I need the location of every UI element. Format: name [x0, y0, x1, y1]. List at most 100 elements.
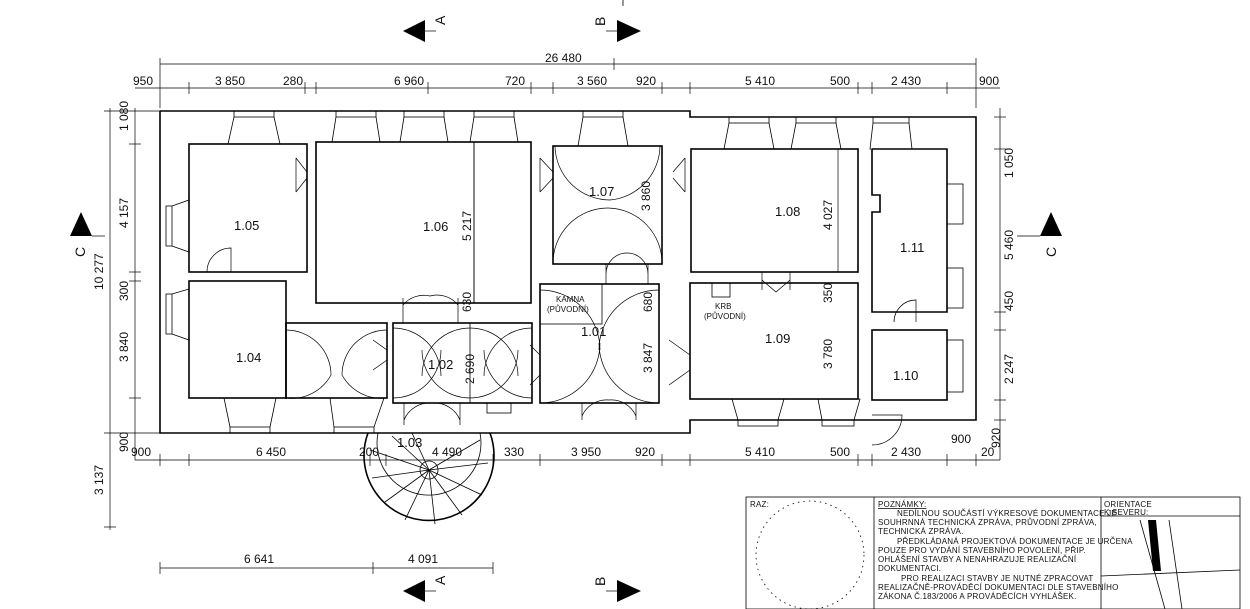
svg-text:6 450: 6 450 — [256, 445, 286, 459]
window-top-1 — [227, 110, 281, 145]
svg-text:330: 330 — [504, 445, 524, 459]
svg-text:5 410: 5 410 — [745, 445, 775, 459]
north-arrow-icon — [1100, 519, 1241, 609]
dimensions-bottom: 900 6 450 200 4 490 330 3 950 920 5 410 … — [131, 432, 1000, 466]
svg-text:280: 280 — [283, 74, 303, 88]
step — [486, 402, 512, 414]
notes-title: POZNÁMKY: — [878, 500, 926, 509]
svg-text:POUZE PRO VYDÁNÍ STAVEBNÍHO PO: POUZE PRO VYDÁNÍ STAVEBNÍHO POVOLENÍ, PŘ… — [878, 546, 1086, 555]
svg-text:4 490: 4 490 — [432, 445, 462, 459]
svg-text:920: 920 — [989, 428, 1003, 448]
window-bottom-3 — [731, 398, 785, 427]
svg-text:900: 900 — [117, 432, 131, 452]
section-c-left: C — [70, 212, 105, 257]
stove-sublabel: (PŮVODNÍ) — [547, 305, 589, 314]
window-top-3 — [399, 110, 449, 143]
svg-text:A: A — [432, 575, 448, 585]
svg-text:2 247: 2 247 — [1002, 354, 1016, 384]
stove-box — [539, 283, 603, 325]
svg-text:450: 450 — [1002, 291, 1016, 311]
svg-text:5 460: 5 460 — [1002, 230, 1016, 260]
stove-label: KAMNA — [556, 295, 585, 304]
window-top-4 — [469, 110, 519, 143]
svg-text:3 137: 3 137 — [92, 465, 106, 495]
svg-text:B: B — [592, 17, 608, 26]
svg-text:720: 720 — [505, 74, 525, 88]
svg-text:920: 920 — [636, 74, 656, 88]
svg-text:A: A — [432, 15, 448, 25]
window-bottom-2 — [329, 397, 385, 434]
svg-text:20: 20 — [981, 445, 995, 459]
svg-text:C: C — [72, 247, 88, 257]
section-markers: A B A B C C — [70, 15, 1062, 602]
dim-overall: 26 480 — [545, 51, 582, 65]
corridor-left-outline — [285, 322, 388, 399]
svg-text:200: 200 — [359, 445, 379, 459]
orient-subtitle: K SEVERU: — [1104, 508, 1148, 517]
room-label-1-11: 1.11 — [900, 240, 924, 255]
fireplace-box — [711, 282, 731, 298]
svg-text:DOKUMENTACI.: DOKUMENTACI. — [878, 564, 941, 573]
dimensions-inner: 5 217 3 860 4 027 630 680 350 2 690 3 84… — [460, 142, 839, 384]
svg-text:SOUHRNNÁ TECHNICKÁ ZPRÁVA, PRŮ: SOUHRNNÁ TECHNICKÁ ZPRÁVA, PRŮVODNÍ ZPRÁ… — [878, 518, 1097, 527]
svg-text:4 027: 4 027 — [821, 200, 835, 230]
orient-title: ORIENTACE — [1104, 500, 1152, 509]
svg-text:PŘEDKLÁDANÁ PROJEKTOVÁ DOKUMEN: PŘEDKLÁDANÁ PROJEKTOVÁ DOKUMENTACE JE UR… — [897, 537, 1133, 546]
room-1-10-outline — [871, 329, 948, 401]
svg-text:2 430: 2 430 — [891, 445, 921, 459]
svg-text:900: 900 — [951, 432, 971, 446]
room-label-1-07: 1.07 — [589, 184, 614, 199]
room-1-08-outline — [690, 148, 859, 273]
door-swings — [206, 145, 917, 446]
notes-text: NEDÍLNOU SOUČÁSTÍ VÝKRESOVÉ DOKUMENTACE … — [878, 509, 1133, 601]
room-label-1-03: 1.03 — [397, 435, 422, 450]
room-label-1-08: 1.08 — [775, 204, 800, 219]
svg-text:OHLÁŠENÍ STAVBY A NENAHRAZUJE: OHLÁŠENÍ STAVBY A NENAHRAZUJE REALIZAČNÍ — [878, 555, 1077, 564]
section-b-top: B — [592, 17, 641, 42]
svg-text:B: B — [592, 577, 608, 586]
room-1-05-outline — [188, 143, 308, 273]
room-outlines — [188, 141, 948, 414]
room-label-1-09: 1.09 — [765, 331, 790, 346]
stamp-circle — [755, 500, 865, 609]
svg-text:NEDÍLNOU SOUČÁSTÍ VÝKRESOVÉ DO: NEDÍLNOU SOUČÁSTÍ VÝKRESOVÉ DOKUMENTACE … — [897, 509, 1117, 518]
room-label-1-06: 1.06 — [423, 219, 448, 234]
svg-text:10 277: 10 277 — [92, 253, 106, 290]
fireplace-sublabel: (PŮVODNÍ) — [704, 312, 746, 321]
window-bottom-4 — [817, 398, 861, 427]
room-1-02-outline — [392, 322, 533, 404]
svg-text:3 860: 3 860 — [639, 181, 653, 211]
section-b-bottom: B — [592, 577, 641, 602]
svg-text:3 840: 3 840 — [117, 332, 131, 362]
fireplace-label: KRB — [715, 302, 731, 311]
room-label-1-02: 1.02 — [428, 357, 453, 372]
section-c-right: C — [1017, 212, 1062, 257]
svg-text:5 410: 5 410 — [745, 74, 775, 88]
window-right-1 — [946, 183, 964, 225]
svg-text:1 050: 1 050 — [1002, 148, 1016, 178]
section-a-bottom: A — [403, 575, 448, 602]
svg-text:4 157: 4 157 — [117, 198, 131, 228]
svg-text:4 091: 4 091 — [408, 552, 438, 566]
title-block: RAZ: POZNÁMKY: NEDÍLNOU SOUČÁSTÍ VÝKRESO… — [745, 496, 1241, 609]
svg-text:680: 680 — [641, 292, 655, 312]
svg-text:5 217: 5 217 — [460, 211, 474, 241]
svg-text:3 780: 3 780 — [821, 339, 835, 369]
room-label-1-01: 1.01 — [581, 324, 606, 339]
svg-text:2 690: 2 690 — [463, 354, 477, 384]
svg-text:C: C — [1043, 247, 1059, 257]
svg-text:500: 500 — [830, 74, 850, 88]
svg-text:630: 630 — [460, 292, 474, 312]
svg-text:300: 300 — [117, 281, 131, 301]
spiral-staircase — [363, 432, 495, 525]
svg-text:3 950: 3 950 — [571, 445, 601, 459]
svg-text:920: 920 — [635, 445, 655, 459]
dimensions-left: 1 080 4 157 10 277 300 3 840 900 3 137 — [92, 101, 160, 530]
window-top-5 — [577, 110, 629, 147]
svg-text:3 850: 3 850 — [215, 74, 245, 88]
room-label-1-04: 1.04 — [236, 350, 261, 365]
svg-text:950: 950 — [133, 74, 153, 88]
svg-text:2 430: 2 430 — [891, 74, 921, 88]
